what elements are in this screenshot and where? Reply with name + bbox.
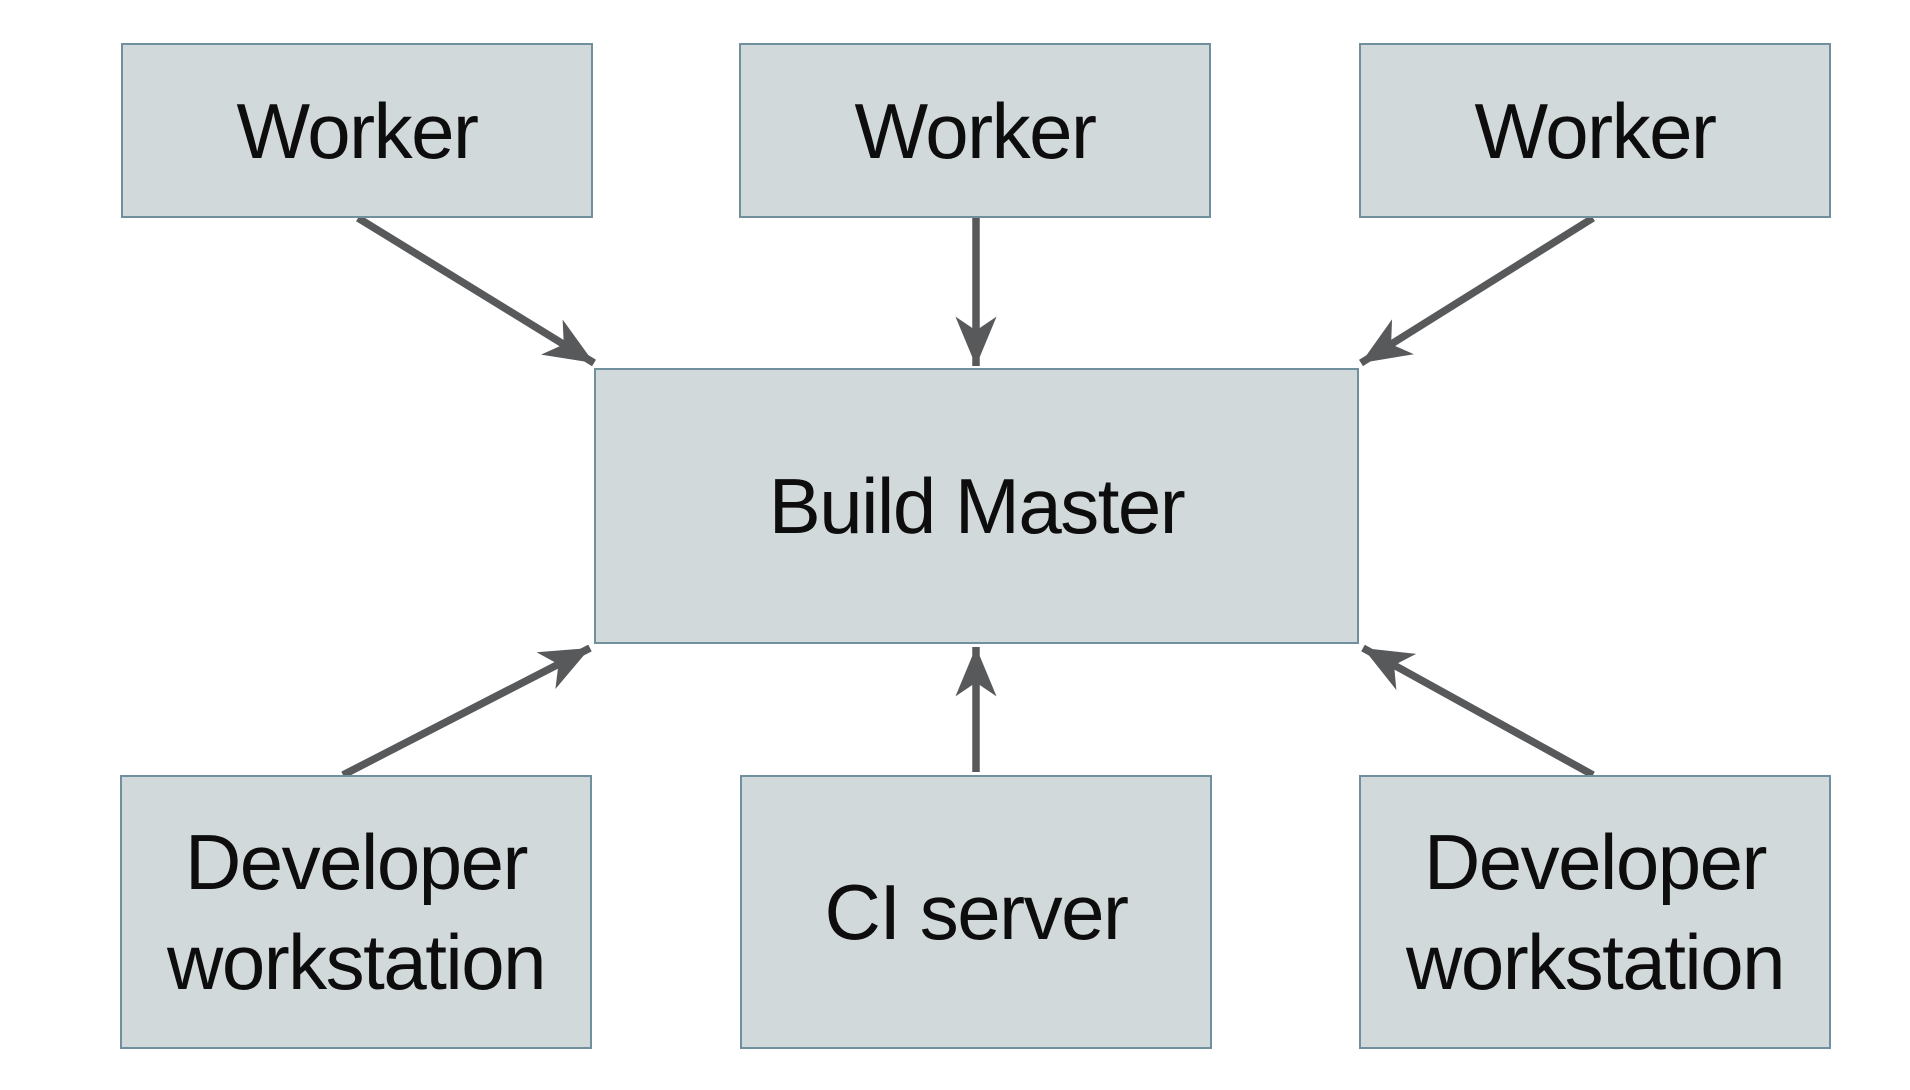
node-developer-workstation-right: Developer workstation xyxy=(1359,775,1831,1049)
node-worker-3-label: Worker xyxy=(1474,86,1717,175)
node-worker-1-label: Worker xyxy=(236,86,479,175)
arrow-devleft-to-buildmaster xyxy=(341,644,592,779)
node-worker-1: Worker xyxy=(121,43,593,218)
node-developer-workstation-left: Developer workstation xyxy=(120,775,592,1049)
node-worker-2: Worker xyxy=(739,43,1211,218)
arrow-devright-to-buildmaster xyxy=(1361,644,1595,779)
node-build-master-label: Build Master xyxy=(768,462,1186,550)
node-developer-workstation-right-label: Developer workstation xyxy=(1406,818,1786,1006)
node-worker-2-label: Worker xyxy=(854,86,1097,175)
node-build-master: Build Master xyxy=(594,368,1359,644)
node-worker-3: Worker xyxy=(1359,43,1831,218)
arrow-worker3-to-buildmaster xyxy=(1359,214,1595,367)
arrow-worker1-to-buildmaster xyxy=(356,214,596,367)
node-ci-server-label: CI server xyxy=(824,868,1129,956)
node-ci-server: CI server xyxy=(740,775,1212,1049)
node-developer-workstation-left-label: Developer workstation xyxy=(167,818,547,1006)
